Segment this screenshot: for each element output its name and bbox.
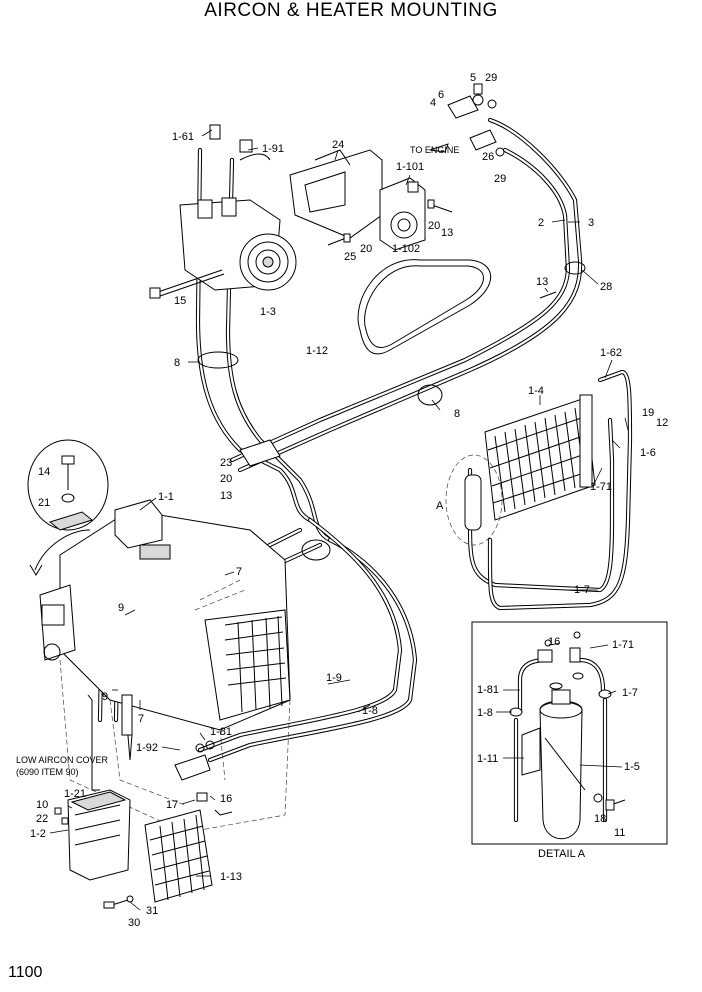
grille-grid [149, 814, 210, 901]
callout: 1-12 [306, 345, 328, 357]
condenser-fins [487, 407, 594, 513]
callout: 26 [482, 151, 494, 163]
callout: 29 [485, 72, 497, 84]
callout: A [436, 500, 444, 512]
callout: 1-91 [262, 143, 284, 155]
callout: 16 [548, 636, 560, 648]
callout: 20 [360, 243, 372, 255]
callout: 22 [36, 813, 48, 825]
heater-unit [29, 499, 291, 731]
callout: 1-71 [612, 639, 634, 651]
bolt-15 [149, 269, 225, 299]
callout: 1-61 [172, 131, 194, 143]
callout: 10 [36, 799, 48, 811]
callout: 18 [594, 813, 606, 825]
callout: 1-3 [260, 306, 276, 318]
callout-labels: 1-61 1-91 24 1-101 5 29 6 4 TO ENGINE 26… [16, 72, 668, 929]
vent-grille [103, 809, 213, 909]
callout: 17 [166, 799, 178, 811]
callout: 1-71 [590, 481, 612, 493]
callout: 1-8 [477, 707, 493, 719]
callout: 1-8 [362, 705, 378, 717]
control-panel [54, 789, 131, 881]
callout: 1-81 [477, 684, 499, 696]
callout: 12 [656, 417, 668, 429]
callout: 13 [441, 227, 453, 239]
condenser [484, 394, 596, 521]
callout: 1-9 [326, 672, 342, 684]
callout: 1-7 [574, 584, 590, 596]
callout: 1-81 [210, 726, 232, 738]
expansion-fittings [174, 740, 233, 816]
callout: 1-62 [600, 347, 622, 359]
callout: 21 [38, 497, 50, 509]
callout: 8 [454, 408, 460, 420]
callout: 1-21 [64, 788, 86, 800]
callout: 7 [138, 713, 144, 725]
callout: 11 [614, 827, 625, 839]
receiver-drier-inset [445, 454, 503, 546]
callout: 24 [332, 139, 344, 151]
callout: 20 [428, 220, 440, 232]
heater-core-grid [224, 615, 287, 713]
hose-clamps [197, 261, 586, 561]
callout: 1-5 [624, 761, 640, 773]
callout: 20 [220, 473, 232, 485]
callout: 28 [600, 281, 612, 293]
callout: 3 [588, 217, 594, 229]
callout: 8 [174, 357, 180, 369]
drive-belt [357, 259, 492, 355]
callout: 4 [430, 97, 436, 109]
callout: 1-6 [640, 447, 656, 459]
callout: 1-4 [528, 385, 544, 397]
callout: 16 [220, 793, 232, 805]
callout: 31 [146, 905, 158, 917]
callout: 1-7 [622, 687, 638, 699]
callout: 9 [118, 602, 124, 614]
low-aircon-cover-label: LOW AIRCON COVER [16, 755, 109, 765]
page-number: 1100 [8, 964, 43, 981]
leader-lines [49, 129, 629, 911]
detail-a-box [471, 621, 668, 845]
callout: 7 [236, 566, 242, 578]
callout: 6 [438, 89, 444, 101]
callout: 15 [174, 295, 186, 307]
callout: 1-11 [477, 753, 498, 765]
callout: 13 [220, 490, 232, 502]
bracket [289, 149, 383, 239]
low-aircon-cover [87, 694, 133, 791]
callout: 14 [38, 466, 50, 478]
callout: 23 [220, 457, 232, 469]
detail-bolt-inset [27, 439, 109, 531]
small-bolts [327, 199, 557, 299]
detail-a-label: DETAIL A [538, 848, 586, 860]
compressor [179, 124, 297, 291]
callout: 1-13 [220, 871, 242, 883]
low-aircon-cover-ref: (6090 ITEM 90) [16, 767, 79, 777]
callout: 2 [538, 217, 544, 229]
projection-lines [59, 579, 291, 831]
callout: TO ENGINE [410, 145, 459, 155]
callout: 13 [536, 276, 548, 288]
callout: 1-102 [392, 243, 420, 255]
diagram-title: AIRCON & HEATER MOUNTING [204, 0, 498, 21]
callout: 1-2 [30, 828, 46, 840]
callout: 5 [470, 72, 476, 84]
callout: 1-92 [136, 742, 158, 754]
callout: 25 [344, 251, 356, 263]
callout: 19 [642, 407, 654, 419]
callout: 1-101 [396, 161, 424, 173]
callout: 9 [102, 691, 108, 703]
engine-fittings [429, 83, 505, 157]
callout: 1-1 [158, 491, 174, 503]
callout: 30 [128, 917, 140, 929]
idler-pulley-assembly [379, 177, 426, 251]
callout: 29 [494, 173, 506, 185]
